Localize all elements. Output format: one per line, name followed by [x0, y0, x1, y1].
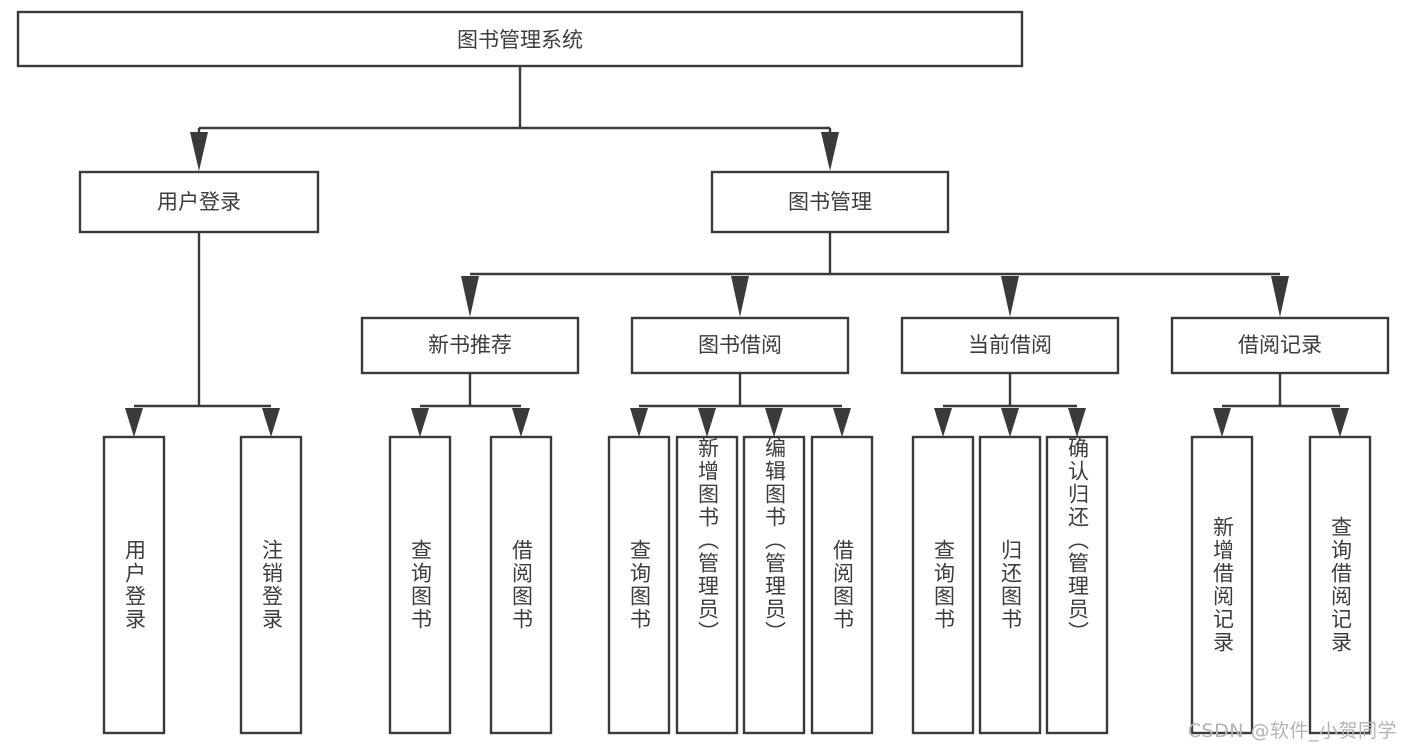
arrow-head-to-borrow-record	[1271, 276, 1289, 317]
arrow-head-current-borrow-leaf-3	[1068, 408, 1086, 437]
node-label-root: 图书管理系统	[457, 28, 583, 52]
connector-group-book-borrow	[630, 373, 851, 437]
node-label-borrow-record: 借阅记录	[1238, 333, 1322, 357]
node-label-book-management: 图书管理	[788, 190, 872, 214]
node-box-book-management[interactable]	[710, 170, 950, 234]
leaf-box-current-borrow-2[interactable]	[978, 435, 1042, 735]
leaf-box-book-borrow-4[interactable]	[810, 435, 874, 735]
arrow-head-new-book-leaf-1	[411, 408, 429, 437]
leaf-box-current-borrow-1[interactable]	[911, 435, 975, 735]
node-new-book-recommend[interactable]: 新书推荐	[360, 316, 580, 375]
arrow-head-book-borrow-leaf-3	[765, 408, 783, 437]
node-label-current-borrow: 当前借阅	[968, 333, 1052, 357]
leaf-box-book-borrow-1[interactable]	[607, 435, 671, 735]
connector-group-book-manage	[461, 232, 1289, 317]
leaf-box-book-borrow-3[interactable]	[742, 435, 806, 735]
arrow-head-book-borrow-leaf-2	[698, 408, 716, 437]
node-box-new-book-recommend[interactable]	[360, 316, 580, 375]
node-box-user-login[interactable]	[78, 170, 320, 234]
connector-group-user-login	[125, 232, 280, 437]
arrow-head-book-borrow-leaf-4	[833, 408, 851, 437]
leaf-box-user-login-2[interactable]	[239, 435, 303, 735]
leaf-box-new-book-1[interactable]	[388, 435, 452, 735]
arrow-head-to-user-login	[190, 132, 208, 171]
arrow-head-new-book-leaf-2	[512, 408, 530, 437]
leaf-box-borrow-record-1[interactable]	[1190, 435, 1254, 735]
leaf-box-new-book-2[interactable]	[489, 435, 553, 735]
node-user-login[interactable]: 用户登录	[78, 170, 320, 234]
node-label-new-book-recommend: 新书推荐	[428, 333, 512, 357]
node-borrow-record[interactable]: 借阅记录	[1170, 316, 1390, 375]
node-book-management[interactable]: 图书管理	[710, 170, 950, 234]
connector-group-current-borrow	[934, 373, 1086, 437]
arrow-head-borrow-record-leaf-2	[1331, 408, 1349, 437]
leaf-box-current-borrow-3[interactable]	[1045, 435, 1109, 735]
arrow-head-to-current-borrow	[1001, 276, 1019, 317]
leaf-box-borrow-record-2[interactable]	[1308, 435, 1372, 735]
connector-group-borrow-record	[1213, 373, 1349, 437]
arrow-head-current-borrow-leaf-2	[1001, 408, 1019, 437]
node-label-user-login: 用户登录	[157, 190, 241, 214]
node-box-book-borrow[interactable]	[630, 316, 850, 375]
arrow-head-user-login-leaf-1	[125, 408, 143, 437]
node-root-book-management-system[interactable]: 图书管理系统	[16, 10, 1024, 68]
node-box-borrow-record[interactable]	[1170, 316, 1390, 375]
node-current-borrow[interactable]: 当前借阅	[900, 316, 1120, 375]
node-box-root[interactable]	[16, 10, 1024, 68]
arrow-head-to-book-borrow	[731, 276, 749, 317]
node-box-current-borrow[interactable]	[900, 316, 1120, 375]
leaf-box-user-login-1[interactable]	[102, 435, 166, 735]
arrow-head-user-login-leaf-2	[262, 408, 280, 437]
connector-group-new-book	[411, 373, 530, 437]
leaf-box-book-borrow-2[interactable]	[675, 435, 739, 735]
node-label-book-borrow: 图书借阅	[698, 333, 782, 357]
arrow-head-to-new-book	[461, 276, 479, 317]
arrow-head-current-borrow-leaf-1	[934, 408, 952, 437]
arrow-head-book-borrow-leaf-1	[630, 408, 648, 437]
connector-group-root	[190, 66, 839, 171]
arrow-head-to-book-manage	[821, 132, 839, 171]
arrow-head-borrow-record-leaf-1	[1213, 408, 1231, 437]
node-book-borrow[interactable]: 图书借阅	[630, 316, 850, 375]
